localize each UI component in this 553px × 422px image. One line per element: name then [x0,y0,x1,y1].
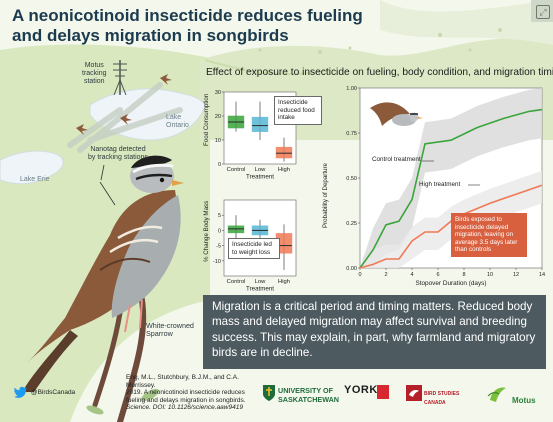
departure-band-0 [360,88,542,268]
mass-xlabel: Treatment [246,286,274,293]
departure-xtick-label-6: 12 [513,272,519,278]
twitter-icon [14,386,27,398]
departure-xtick-label-5: 10 [487,272,493,278]
motus-label-line2: tracking [82,70,107,77]
mass-ytick-label-0: -10 [213,259,221,265]
food-xlabel: Treatment [246,174,274,181]
mass-xtick-label-0: Control [227,279,246,285]
motus-logo-text: Motus [512,396,536,405]
york-u-logo-icon [377,385,389,399]
food-ytick-label-2: 20 [215,114,221,120]
usask-shield-icon [263,385,275,401]
motus-label-line1: Motus [84,62,104,69]
motus-label-line3: station [83,78,105,85]
motus-logo-icon [487,387,506,402]
lake-ontario-line2: Ontario [166,122,189,129]
mass-ytick-label-1: -5 [216,244,221,250]
lake-ontario-label: Lake Ontario [166,114,189,130]
food-ytick-label-1: 10 [215,138,221,144]
citation: Eng, M.L., Stutchbury, B.J.M., and C.A. … [126,374,258,412]
bird-name-line1: White-crowned [146,321,194,330]
mass-annotation: Insecticide led to weight loss [228,238,280,260]
expand-corner[interactable]: ⤢ [531,0,553,22]
key-message-box: Migration is a critical period and timin… [203,295,546,369]
food-xtick-label-1: Low [255,167,266,173]
food-annotation: Insecticide reduced food intake [274,96,322,125]
citation-line4: Science. DOI: 10.1126/science.aaw9419 [126,404,243,412]
departure-xlabel: Stopover Duration (days) [415,280,486,287]
tracking-tower-icon [113,60,127,96]
nanotag-line2: by tracking stations [88,154,148,161]
food-box-2 [275,146,293,159]
title-line-1: A neonicotinoid insecticide reduces fuel… [12,6,363,25]
mass-xtick-label-1: Low [255,279,266,285]
expand-icon: ⤢ [536,5,550,19]
citation-line1: Eng, M.L., Stutchbury, B.J.M., and C.A. … [126,374,239,389]
departure-series-line-0 [359,108,543,269]
twitter-handle: @BirdsCanada [31,389,76,396]
flying-sparrow-wing [370,102,410,126]
departure-chart-ylabel: Probability of Departure [322,162,329,228]
food-xtick-label-0: Control [227,167,246,173]
flying-sparrow-icon [370,102,423,126]
lake-ontario-line1: Lake [166,114,182,121]
departure-ytick-label-0: 0.00 [346,266,357,272]
departure-series-line-1 [359,184,543,269]
delay-annotation: Birds exposed to insecticide delayed mig… [451,213,527,257]
flying-sparrow-beak [418,117,423,119]
food-box-1 [251,116,269,132]
birdscanada-logo-icon [406,385,422,401]
lake-erie-label: Lake Erie [20,176,50,183]
york-logo-text: YORK [344,384,378,396]
birdscanada-logo-text: BIRD STUDIES CANADA [424,391,460,406]
usask-line1: UNIVERSITY OF [278,386,333,395]
mass-chart-ylabel: % Change Body Mass [203,200,210,262]
usask-line2: SASKATCHEWAN [278,395,339,404]
key-message-text: Migration is a critical period and timin… [212,300,536,360]
title-line-2: and delays migration in songbirds [12,26,289,45]
white-crowned-sparrow-illustration [22,155,184,392]
departure-ytick-label-4: 1.00 [346,86,357,92]
departure-xtick-label-1: 2 [384,272,387,278]
usask-logo-text: UNIVERSITY OF SASKATCHEWAN [278,386,339,404]
mass-ytick-label-2: 0 [218,228,221,234]
nanotag-label: Nanotag detected by tracking stations [88,146,148,162]
departure-xtick-label-3: 6 [436,272,439,278]
departure-xtick-label-0: 0 [358,272,361,278]
departure-ytick-label-1: 0.25 [346,221,357,227]
control-series-label: Control treatment [372,156,421,163]
departure-xtick-label-2: 4 [410,272,413,278]
motus-station-label: Motus tracking station [82,62,107,86]
departure-xtick-label-4: 8 [462,272,465,278]
departure-ytick-label-2: 0.50 [346,176,357,182]
bird-species-label: White-crowned Sparrow [146,322,194,338]
food-ytick-label-0: 0 [218,162,221,168]
high-series-label: High treatment [419,181,461,188]
food-ytick-label-3: 30 [215,90,221,96]
bird-name-line2: Sparrow [146,329,173,338]
food-xtick-label-2: High [278,167,290,173]
departure-xtick-label-7: 14 [539,272,545,278]
nanotag-line1: Nanotag detected [90,146,146,153]
figure-subtitle: Effect of exposure to insecticide on fue… [206,67,553,78]
mass-ytick-label-3: 5 [218,213,221,219]
departure-ytick-label-3: 0.75 [346,131,357,137]
citation-line3: fueling and delays migration in songbird… [126,396,246,404]
page-title: A neonicotinoid insecticide reduces fuel… [12,6,532,46]
food-chart-ylabel: Food Consumption [203,93,210,146]
citation-line2: 2019. A neonicotinoid insecticide reduce… [126,389,245,397]
mass-xtick-label-2: High [278,279,290,285]
